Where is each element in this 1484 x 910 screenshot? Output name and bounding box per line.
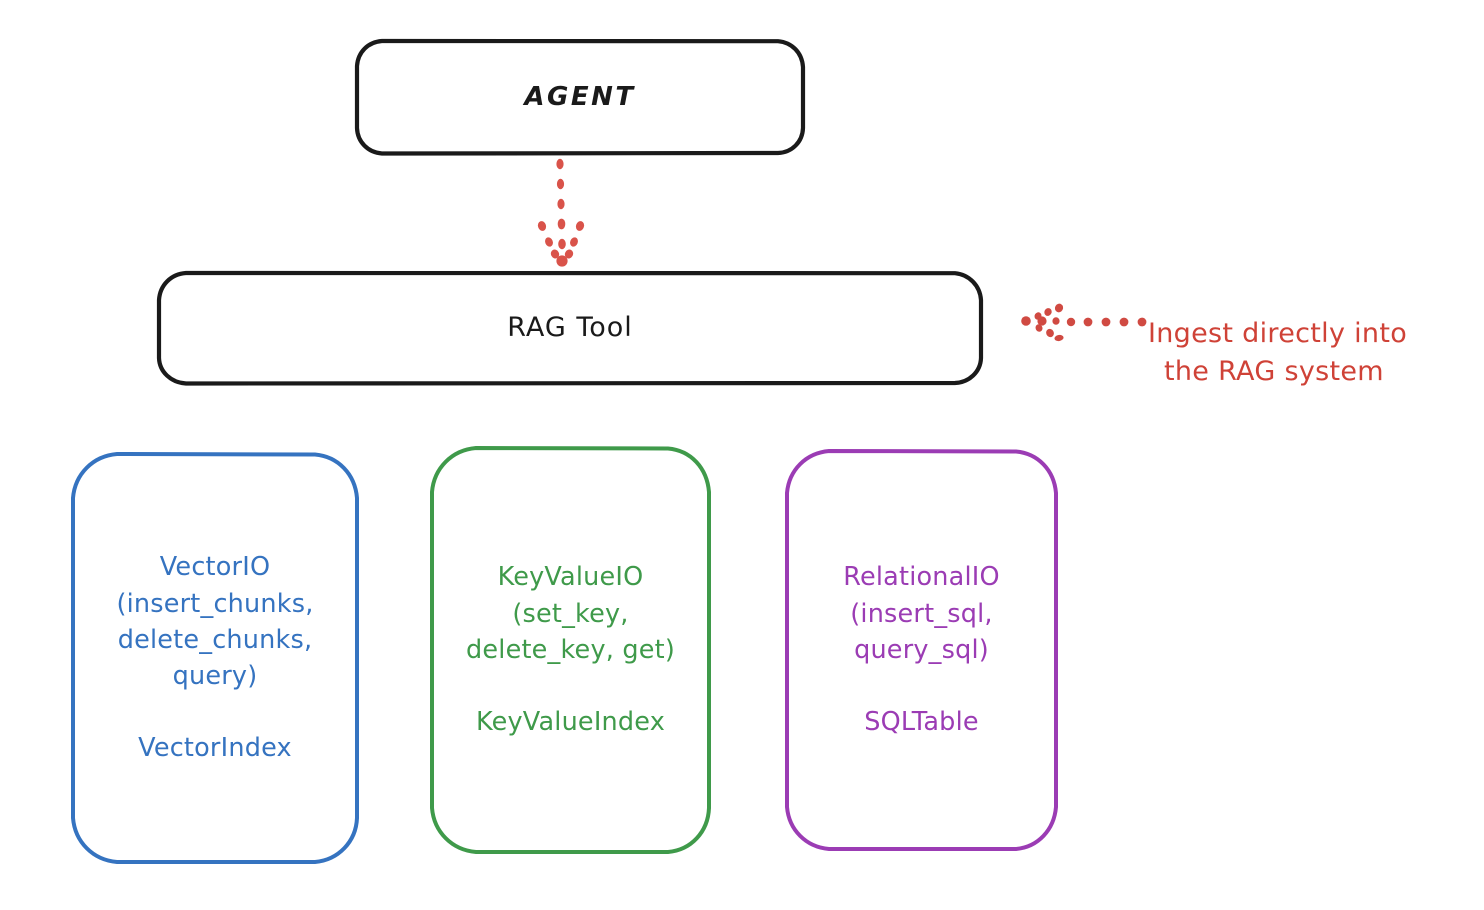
node-vectorio[interactable]: VectorIO (insert_chunks, delete_chunks, … — [69, 450, 361, 866]
node-vectorio-label: VectorIO (insert_chunks, delete_chunks, … — [116, 552, 314, 764]
node-relationalio[interactable]: RelationalIO (insert_sql, query_sql) SQL… — [783, 447, 1060, 853]
node-agent[interactable]: AGENT — [354, 38, 806, 156]
node-rag-tool[interactable]: RAG Tool — [156, 270, 984, 386]
node-agent-label: AGENT — [524, 81, 636, 112]
node-agent-outline — [354, 38, 806, 156]
node-rag-tool-label: RAG Tool — [507, 311, 633, 343]
node-keyvalueio-label: KeyValueIO (set_key, delete_key, get) Ke… — [466, 562, 675, 738]
annotation-ingest-line1: Ingest directly into — [1148, 318, 1408, 350]
node-keyvalueio[interactable]: KeyValueIO (set_key, delete_key, get) Ke… — [428, 444, 713, 856]
node-relationalio-outline — [785, 449, 1058, 851]
annotation-ingest-line2: the RAG system — [1164, 355, 1384, 387]
node-keyvalueio-outline — [430, 446, 711, 854]
connector-agent-to-rag-tool-icon — [537, 158, 585, 267]
node-rag-tool-outline — [156, 270, 984, 386]
connector-ingest-arrow-icon — [1021, 303, 1147, 342]
annotation-ingest-note: Ingest directly into the RAG system — [1148, 278, 1478, 427]
node-relationalio-label: RelationalIO (insert_sql, query_sql) SQL… — [843, 562, 1000, 738]
node-vectorio-outline — [71, 452, 359, 864]
